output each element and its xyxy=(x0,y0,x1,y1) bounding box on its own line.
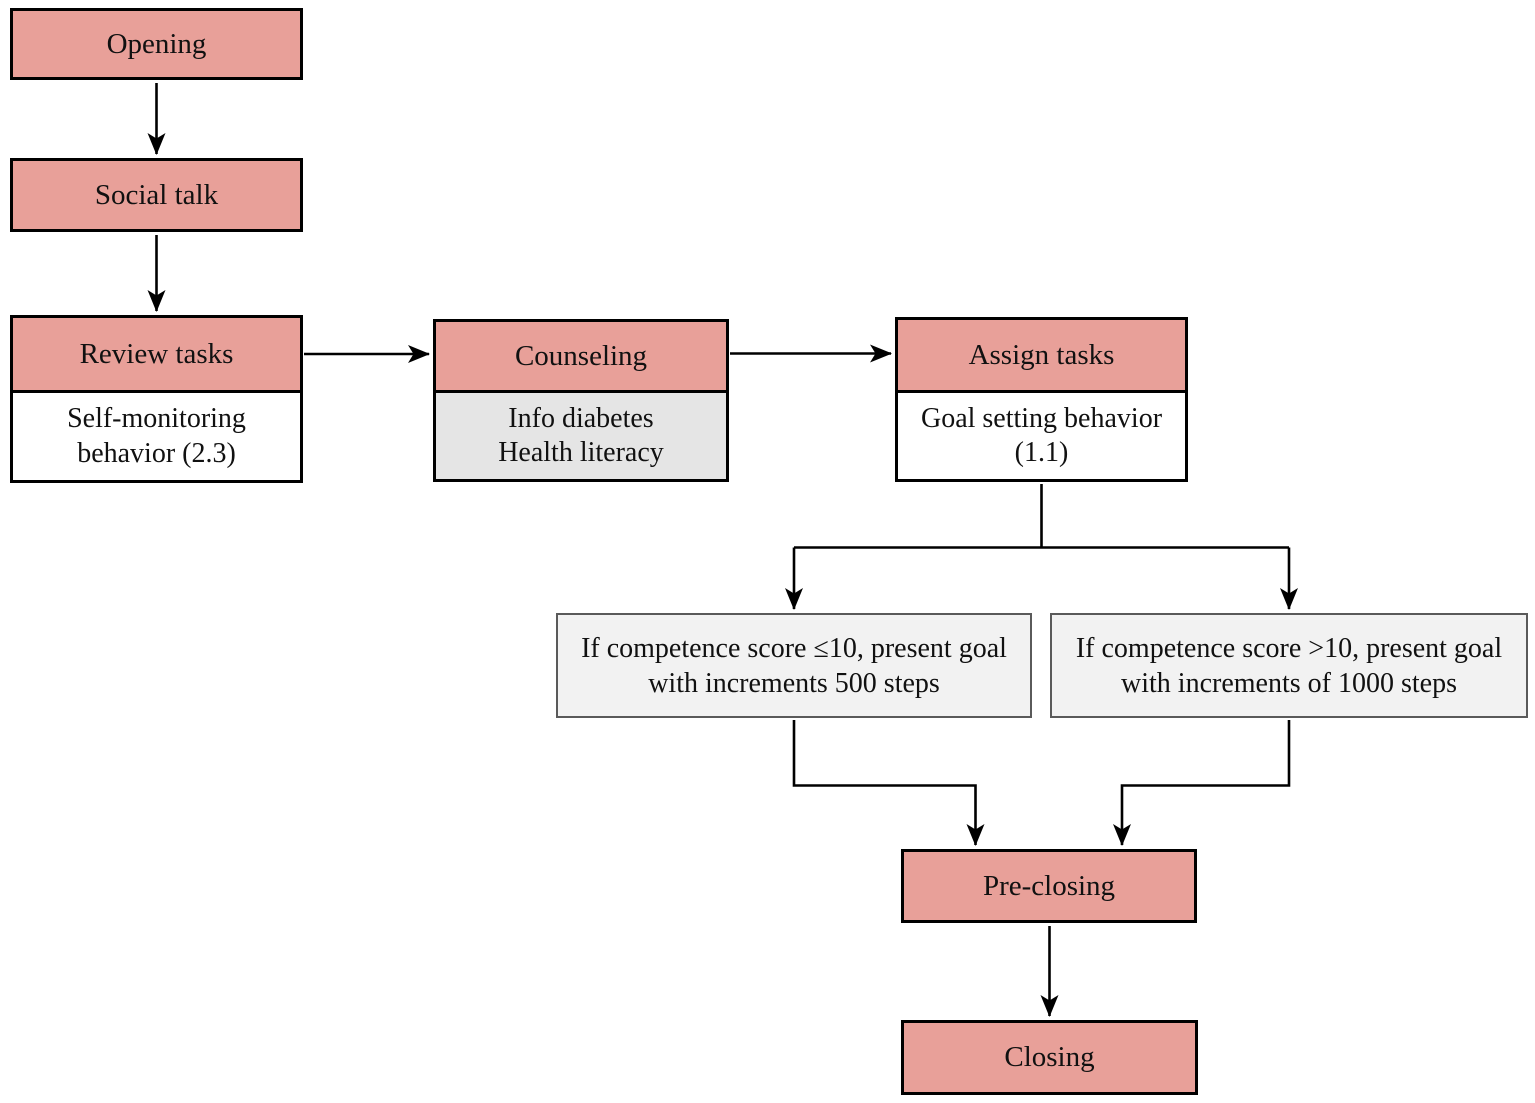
node-review-tasks-title: Review tasks xyxy=(79,337,234,370)
node-assign-tasks-title: Assign tasks xyxy=(968,338,1115,371)
node-review-tasks-body-text: Self-monitoring behavior (2.3) xyxy=(67,403,246,469)
node-counseling-body-line2: Health literacy xyxy=(498,437,664,468)
node-counseling-title: Counseling xyxy=(514,339,648,372)
node-counseling-body-line1: Info diabetes xyxy=(508,402,654,434)
node-counseling-body: Info diabetes Health literacy xyxy=(436,393,726,479)
arrow-condition-low-to-pre-closing xyxy=(792,720,985,846)
split-line-assign-tasks xyxy=(794,484,1289,549)
node-condition-score-low: If competence score ≤10, present goal wi… xyxy=(556,613,1032,718)
arrow-condition-high-to-pre-closing xyxy=(1113,720,1291,846)
node-closing: Closing xyxy=(901,1020,1198,1095)
node-review-tasks-body: Self-monitoring behavior (2.3) xyxy=(13,393,300,480)
node-review-tasks-header: Review tasks xyxy=(13,318,300,393)
node-closing-label: Closing xyxy=(1004,1041,1095,1074)
node-counseling: Counseling Info diabetes Health literacy xyxy=(433,319,729,482)
node-assign-tasks-body-text: Goal setting behavior (1.1) xyxy=(920,402,1163,468)
node-opening: Opening xyxy=(10,8,303,80)
node-review-tasks: Review tasks Self-monitoring behavior (2… xyxy=(10,315,303,483)
node-assign-tasks-header: Assign tasks xyxy=(898,320,1185,393)
node-pre-closing: Pre-closing xyxy=(901,849,1197,923)
node-opening-label: Opening xyxy=(106,27,207,60)
node-social-talk: Social talk xyxy=(10,158,303,232)
node-pre-closing-label: Pre-closing xyxy=(982,869,1116,902)
node-condition-score-high: If competence score >10, present goal wi… xyxy=(1050,613,1528,718)
node-assign-tasks-body: Goal setting behavior (1.1) xyxy=(898,393,1185,479)
node-counseling-header: Counseling xyxy=(436,322,726,393)
node-condition-score-low-label: If competence score ≤10, present goal wi… xyxy=(581,632,1007,699)
node-social-talk-label: Social talk xyxy=(94,178,219,211)
node-condition-score-high-label: If competence score >10, present goal wi… xyxy=(1075,632,1503,699)
node-assign-tasks: Assign tasks Goal setting behavior (1.1) xyxy=(895,317,1188,482)
